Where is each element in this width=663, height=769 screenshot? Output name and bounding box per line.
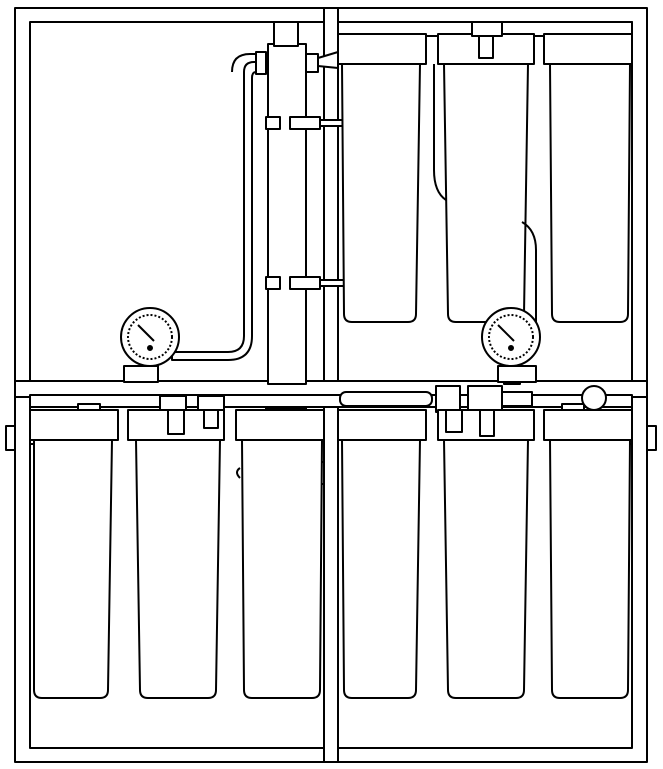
connector-pipe-tr-a — [433, 64, 447, 201]
filter-housing-br-2 — [443, 439, 529, 699]
filter-valve-tr — [471, 21, 503, 37]
valve-left-2 — [197, 395, 225, 411]
gauge-tee-left — [123, 365, 159, 383]
filter-housing-tr-1 — [341, 63, 421, 323]
valve-left-1 — [159, 395, 187, 411]
bottom-left-filter-bank — [29, 409, 325, 699]
top-right-filter-bank — [337, 21, 633, 330]
column-pipe-top — [317, 51, 339, 69]
filter-valve-bl-3 — [203, 409, 219, 429]
bypass-pipe — [339, 391, 433, 407]
gauge-needle-right — [497, 324, 515, 342]
filter-head-bl-1 — [29, 409, 119, 441]
gauge-hub-left — [147, 345, 153, 351]
filter-housing-bl-1 — [33, 439, 113, 699]
pressure-gauge-left — [120, 307, 180, 383]
filter-head-tr-1 — [337, 33, 427, 65]
bottom-right-filter-bank — [337, 409, 633, 699]
filter-housing-tr-3 — [549, 63, 631, 323]
right-bracket — [646, 425, 657, 451]
column-bracket-2 — [289, 116, 321, 130]
filter-housing-bl-3 — [241, 439, 323, 699]
filter-head-tr-3 — [543, 33, 633, 65]
manifold-column-cap — [273, 21, 299, 47]
gauge-scale-right — [488, 314, 534, 360]
filter-housing-bl-2 — [135, 439, 221, 699]
gauge-tee-right — [497, 365, 537, 383]
outlet-fitting-right — [581, 385, 607, 411]
manifold-column — [267, 43, 307, 385]
filter-housing-br-1 — [341, 439, 421, 699]
filter-head-bl-3 — [235, 409, 325, 441]
filter-valve-br-2 — [479, 409, 495, 437]
gauge-scale-left — [127, 314, 173, 360]
pressure-gauge-right — [481, 307, 541, 385]
valve-body-1 — [435, 385, 461, 413]
filter-valve-tr-stem — [478, 35, 494, 59]
filter-head-br-1 — [337, 409, 427, 441]
filter-housing-br-3 — [549, 439, 631, 699]
gauge-hub-right — [508, 345, 514, 351]
filter-valve-br-1 — [445, 409, 463, 433]
gauge-needle-left — [137, 324, 155, 342]
filter-housing-tr-2 — [443, 63, 529, 323]
filter-head-br-3 — [543, 409, 633, 441]
valve-body-2 — [467, 385, 503, 413]
column-bracket-bolt-2 — [319, 279, 345, 287]
manifold-bar — [29, 394, 633, 408]
column-fitting-top — [305, 53, 319, 73]
riser-fitting — [255, 51, 267, 75]
connector-pipe-tr-b — [521, 221, 537, 330]
column-lower-lug — [236, 467, 241, 479]
valve-outlet — [501, 391, 533, 407]
column-bracket-bolt-1 — [319, 119, 345, 127]
column-bracket-4 — [289, 276, 321, 290]
riser-elbow — [231, 53, 263, 73]
column-bracket-1 — [265, 116, 281, 130]
filter-valve-bl-2 — [167, 409, 185, 435]
left-bracket — [5, 425, 16, 451]
column-bracket-3 — [265, 276, 281, 290]
